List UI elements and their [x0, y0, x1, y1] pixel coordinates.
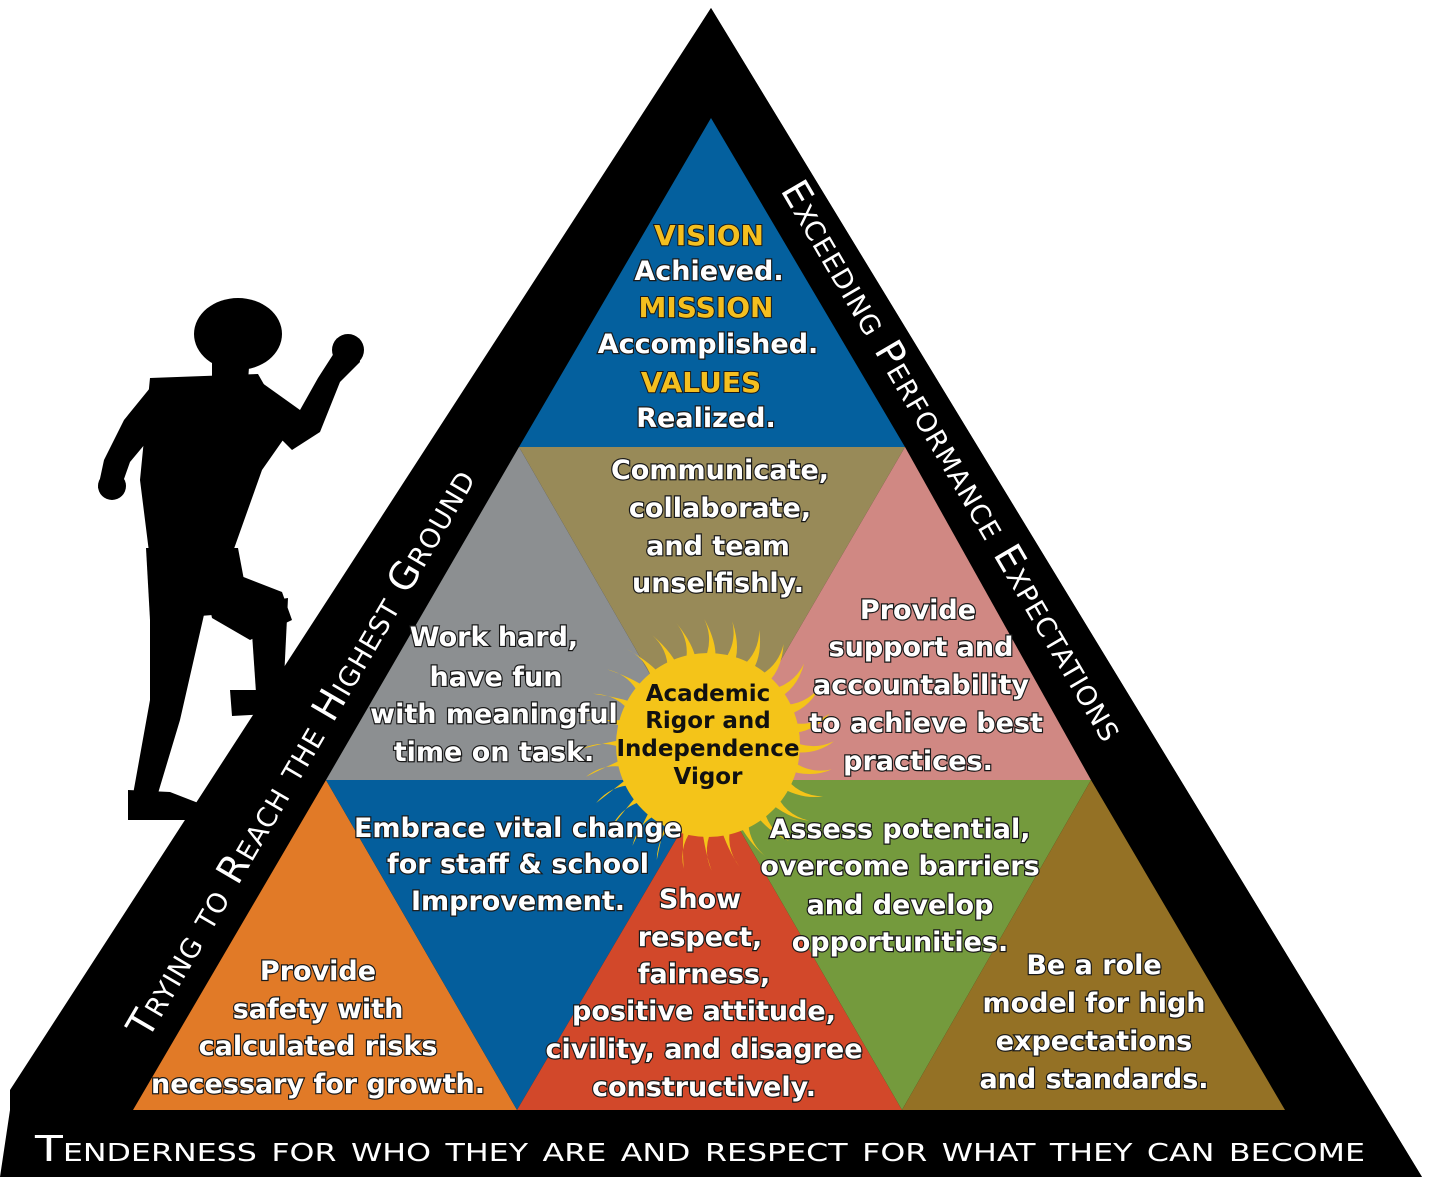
values-label: VALUES	[641, 366, 761, 399]
svg-text:Show: Show	[659, 884, 741, 915]
svg-text:Independence: Independence	[616, 736, 799, 762]
center-left-text: Embrace vital change for staff & school …	[353, 812, 684, 918]
center-right-text: Assess potential, overcome barriers and …	[759, 813, 1041, 959]
cell-right-middle	[711, 447, 1091, 780]
cell-bottom-right	[902, 780, 1285, 1110]
svg-text:positive attitude,: positive attitude,	[572, 996, 836, 1027]
svg-text:safety with: safety with	[233, 994, 404, 1025]
svg-text:necessary for growth.: necessary for growth.	[151, 1069, 485, 1100]
svg-text:civility, and disagree: civility, and disagree	[546, 1034, 863, 1065]
top-middle-text: Communicate, collaborate, and team unsel…	[610, 454, 830, 600]
svg-text:for staff & school: for staff & school	[387, 849, 649, 880]
svg-text:Embrace vital change: Embrace vital change	[354, 813, 682, 844]
cell-center-left	[326, 780, 711, 1110]
mission-label: MISSION	[638, 291, 773, 324]
apex-text: VISION Achieved. MISSION Accomplished. V…	[596, 218, 819, 435]
climbing-person-silhouette-icon	[98, 298, 364, 820]
sun-ray	[777, 773, 824, 798]
bottom-left-text: Provide safety with calculated risks nec…	[150, 955, 486, 1101]
svg-text:and standards.: and standards.	[979, 1064, 1208, 1095]
cell-center-right	[711, 780, 1091, 1110]
svg-text:accountability: accountability	[813, 670, 1029, 701]
svg-text:Improvement.: Improvement.	[411, 886, 625, 917]
svg-text:to achieve best: to achieve best	[809, 708, 1043, 739]
svg-text:overcome barriers: overcome barriers	[760, 851, 1039, 882]
svg-text:respect,: respect,	[638, 922, 763, 953]
left-middle-text: Work hard, have fun with meaningful time…	[369, 621, 619, 769]
svg-text:fairness,: fairness,	[638, 959, 770, 990]
svg-text:constructively.: constructively.	[592, 1072, 816, 1103]
sun-icon	[582, 619, 834, 871]
svg-text:support and: support and	[829, 632, 1014, 663]
svg-text:Assess potential,: Assess potential,	[769, 814, 1030, 845]
svg-text:Provide: Provide	[260, 956, 376, 987]
svg-text:with meaningful: with meaningful	[370, 699, 618, 730]
cell-left-middle	[326, 447, 711, 780]
mission-status: Accomplished.	[598, 329, 819, 360]
cell-apex	[519, 118, 905, 447]
sun-ray	[736, 629, 761, 676]
pyramid-cells	[133, 118, 1285, 1110]
svg-text:Rigor and: Rigor and	[645, 708, 771, 734]
cell-bottom-left	[133, 780, 517, 1110]
svg-text:and develop: and develop	[807, 890, 994, 921]
svg-text:Vigor: Vigor	[674, 764, 744, 790]
vision-status: Achieved.	[634, 256, 783, 287]
center-bottom-text: Show respect, fairness, positive attitud…	[544, 883, 863, 1104]
svg-text:opportunities.: opportunities.	[792, 927, 1008, 958]
svg-text:model for high: model for high	[982, 988, 1205, 1019]
svg-text:Be a role: Be a role	[1026, 950, 1161, 981]
svg-text:time on task.: time on task.	[394, 737, 595, 768]
values-status: Realized.	[636, 403, 775, 434]
svg-text:Communicate,: Communicate,	[611, 455, 829, 486]
base-text: Tenderness for who they are and respect …	[34, 1129, 1365, 1170]
svg-text:calculated risks: calculated risks	[199, 1031, 438, 1062]
vision-label: VISION	[654, 219, 764, 252]
svg-text:Academic: Academic	[646, 681, 771, 707]
cell-center-bottom	[517, 780, 902, 1110]
svg-text:practices.: practices.	[843, 746, 993, 777]
right-middle-text: Provide support and accountability to ac…	[808, 594, 1044, 778]
svg-text:Work hard,: Work hard,	[410, 622, 578, 653]
center-text: Academic Rigor and Independence Vigor	[616, 681, 799, 790]
svg-text:expectations: expectations	[996, 1026, 1193, 1057]
svg-text:Provide: Provide	[860, 595, 976, 626]
svg-text:have fun: have fun	[430, 662, 563, 693]
svg-text:unselfishly.: unselfishly.	[632, 568, 804, 599]
bottom-right-text: Be a role model for high expectations an…	[978, 949, 1210, 1096]
cell-top-middle	[519, 447, 905, 780]
svg-text:collaborate,: collaborate,	[629, 493, 811, 524]
svg-text:and team: and team	[646, 531, 790, 562]
